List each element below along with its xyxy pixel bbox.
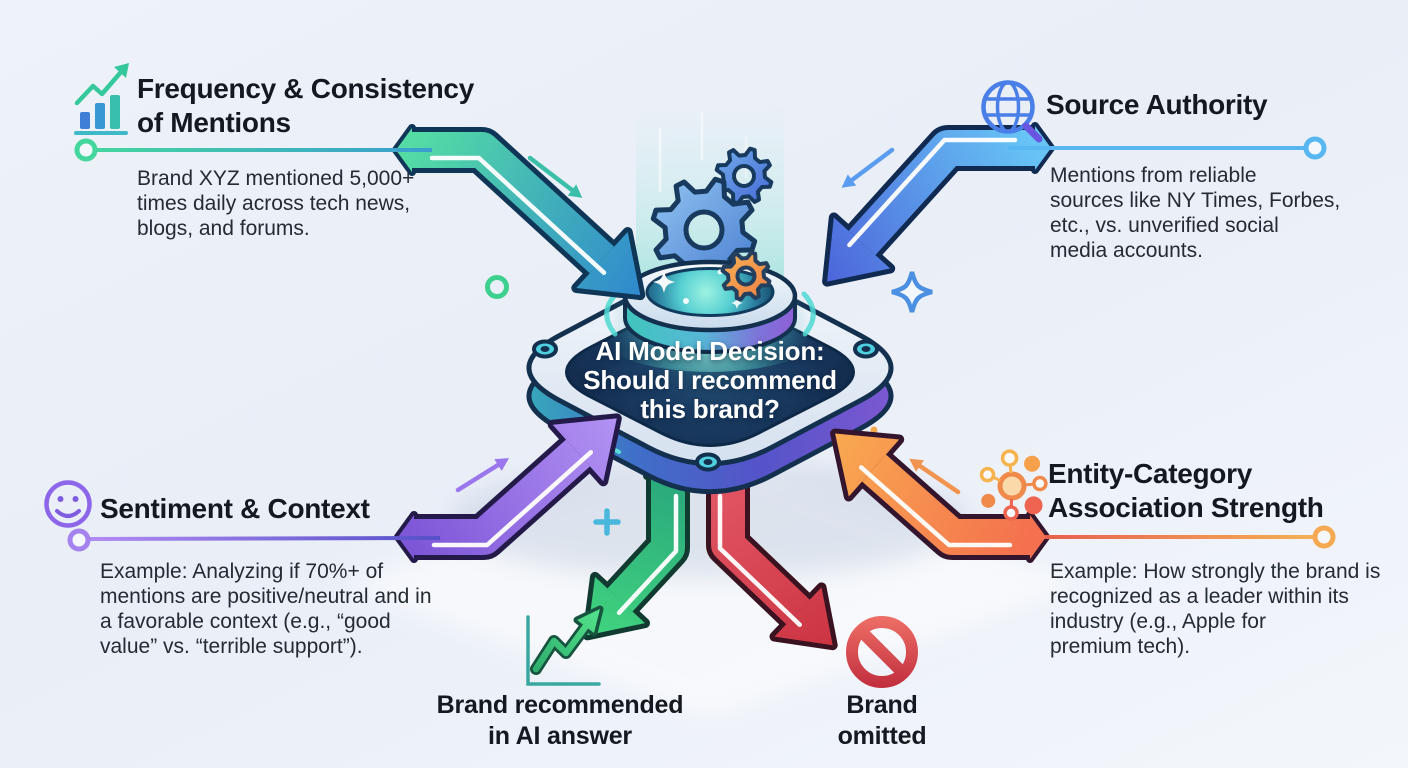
- entity-category-connector-dot: [1312, 525, 1336, 549]
- bar-chart-trend-icon: [74, 63, 129, 135]
- frequency-connector-dot: [74, 138, 98, 162]
- ring-decoration: [485, 275, 509, 299]
- entity-category-arrow: [830, 428, 1050, 563]
- ai-decision-text: AI Model Decision: Should I recommend th…: [583, 336, 837, 424]
- omitted-arrow: [703, 456, 838, 651]
- sentiment-connector-line: [67, 528, 441, 552]
- source-authority-description: Mentions from reliable sources like NY T…: [1050, 164, 1341, 262]
- sentiment-description: Example: Analyzing if 70%+ of mentions a…: [100, 560, 432, 658]
- ground-plane: [340, 450, 1080, 718]
- sentiment-mini-arrow-icon: [455, 458, 509, 493]
- source-authority-arrow: [822, 122, 1055, 287]
- trend-up-chart-icon: [526, 605, 604, 686]
- frequency-connector-line: [74, 138, 432, 162]
- sentiment-connector-dot: [67, 528, 91, 552]
- plus-decoration: [593, 508, 621, 536]
- source-authority-connector-line: [1008, 136, 1327, 160]
- gear-icon-orange: [720, 250, 772, 302]
- platform-screws: [532, 339, 879, 472]
- gear-icon-small: [714, 146, 774, 206]
- entity-category-heading: Entity-Category Association Strength: [1048, 458, 1324, 523]
- smiley-icon: [44, 480, 92, 528]
- source-authority-heading: Source Authority: [1046, 89, 1268, 120]
- globe-search-icon: [981, 80, 1043, 143]
- frequency-heading: Frequency & Consistency of Mentions: [137, 73, 474, 138]
- omitted-label: Brand omitted: [837, 691, 927, 750]
- entity-category-description: Example: How strongly the brand is recog…: [1050, 560, 1381, 658]
- sentiment-heading: Sentiment & Context: [100, 493, 370, 524]
- frequency-arrow: [392, 124, 646, 301]
- frequency-description: Brand XYZ mentioned 5,000+ times daily a…: [137, 167, 415, 240]
- entity-category-connector-line: [1045, 525, 1336, 549]
- recommended-label: Brand recommended in AI answer: [436, 691, 684, 750]
- prohibition-icon: [846, 616, 918, 688]
- molecule-cluster-icon: [979, 449, 1048, 521]
- frequency-mini-arrow-icon: [527, 155, 583, 198]
- source-authority-connector-dot: [1303, 136, 1327, 160]
- diamond-sparkle-icon: [891, 271, 933, 313]
- pedestal: [622, 259, 798, 354]
- source-authority-mini-arrow-icon: [841, 147, 895, 188]
- entity-category-mini-arrow-icon: [909, 458, 961, 495]
